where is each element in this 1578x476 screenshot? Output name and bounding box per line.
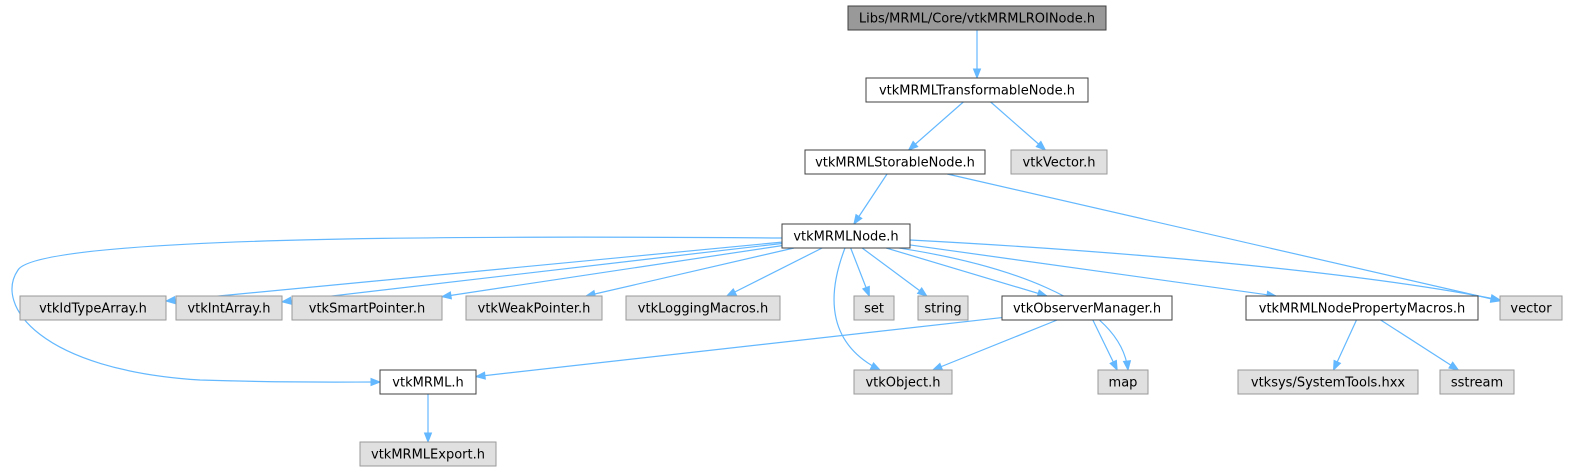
- node-box: [781, 223, 911, 249]
- edge-mrml_node-to-vtk_smart_pointer: [440, 245, 783, 300]
- node-box: [175, 295, 283, 321]
- node-label: vtksys/SystemTools.hxx: [1251, 376, 1406, 391]
- node-map: map: [1097, 369, 1149, 395]
- node-box: [625, 295, 781, 321]
- node-roi-node[interactable]: Libs/MRML/Core/vtkMRMLROINode.h: [847, 5, 1107, 31]
- edge-mrml_node-to-vtk_int_array: [280, 242, 783, 305]
- node-string: string: [917, 295, 969, 321]
- node-label: vtkMRML.h: [392, 376, 463, 391]
- edge-observer_manager-to-vtk_mrml: [474, 316, 1003, 380]
- node-sstream: sstream: [1439, 369, 1515, 395]
- edge-mrml_node-to-vtk_id_type_array: [164, 241, 783, 305]
- node-observer-manager[interactable]: vtkObserverManager.h: [1001, 295, 1173, 321]
- node-box: [291, 295, 443, 321]
- node-label: map: [1109, 376, 1138, 391]
- node-box: [359, 441, 497, 467]
- node-box: [804, 149, 986, 175]
- node-label: vtkMRMLExport.h: [371, 448, 485, 463]
- node-label: vtkObject.h: [865, 376, 940, 391]
- node-vtk-smart-pointer: vtkSmartPointer.h: [291, 295, 443, 321]
- edge-storable_node-to-mrml_node: [853, 173, 888, 226]
- node-vtk-object: vtkObject.h: [853, 369, 953, 395]
- edge-mrml_node-to-string: [861, 247, 928, 297]
- node-label: vector: [1510, 302, 1552, 317]
- node-vector: vector: [1499, 295, 1563, 321]
- node-label: vtkMRMLNodePropertyMacros.h: [1259, 302, 1465, 317]
- node-vtk-id-type-array: vtkIdTypeArray.h: [19, 295, 167, 321]
- edge-mrml_node-to-vtk_logging_macros: [725, 247, 823, 297]
- node-box: [853, 369, 953, 395]
- node-vtk-int-array: vtkIntArray.h: [175, 295, 283, 321]
- nodes-layer: Libs/MRML/Core/vtkMRMLROINode.h vtkMRMLTr…: [19, 5, 1563, 467]
- node-vtk-logging-macros: vtkLoggingMacros.h: [625, 295, 781, 321]
- edge-mrml_node-to-vtk_mrml: [11, 236, 783, 387]
- node-transformable-node[interactable]: vtkMRMLTransformableNode.h: [865, 77, 1089, 103]
- node-label: vtkMRMLTransformableNode.h: [879, 84, 1075, 99]
- edge-mrml_node-to-map: [884, 245, 1132, 372]
- node-box: [1010, 149, 1108, 175]
- node-label: vtkWeakPointer.h: [478, 302, 591, 317]
- edge-mrml_node-to-vector: [909, 239, 1502, 303]
- edge-mrml_node-to-observer_manager: [885, 247, 1049, 298]
- node-label: sstream: [1451, 376, 1503, 391]
- node-box: [1499, 295, 1563, 321]
- edges-layer: [11, 30, 1502, 444]
- node-label: vtkIntArray.h: [187, 302, 270, 317]
- node-storable-node[interactable]: vtkMRMLStorableNode.h: [804, 149, 986, 175]
- edge-observer_manager-to-map: [1092, 319, 1118, 372]
- node-vtk-mrml[interactable]: vtkMRML.h: [379, 369, 477, 395]
- edge-roi_node-to-transformable_node: [972, 30, 982, 80]
- edge-transformable_node-to-vtk_vector: [990, 101, 1047, 151]
- node-vtk-weak-pointer: vtkWeakPointer.h: [465, 295, 603, 321]
- node-label: vtkLoggingMacros.h: [638, 302, 768, 317]
- node-box: [465, 295, 603, 321]
- node-box: [19, 295, 167, 321]
- node-label: vtkSmartPointer.h: [309, 302, 425, 317]
- edge-node_property_macros-to-system_tools: [1332, 319, 1358, 372]
- node-mrml-node[interactable]: vtkMRMLNode.h: [781, 223, 911, 249]
- node-box: [379, 369, 477, 395]
- node-box: [1245, 295, 1479, 321]
- node-label: vtkIdTypeArray.h: [39, 302, 147, 317]
- edge-vtk_mrml-to-mrml_export: [423, 394, 433, 444]
- node-label: vtkObserverManager.h: [1013, 302, 1161, 317]
- node-box: [1097, 369, 1149, 395]
- node-box: [853, 295, 895, 321]
- edge-observer_manager-to-vtk_object: [931, 319, 1058, 371]
- node-node-property-macros[interactable]: vtkMRMLNodePropertyMacros.h: [1245, 295, 1479, 321]
- edge-mrml_node-to-set: [850, 247, 870, 298]
- node-set: set: [853, 295, 895, 321]
- edge-node_property_macros-to-sstream: [1380, 319, 1460, 371]
- node-box: [1001, 295, 1173, 321]
- node-label: vtkVector.h: [1023, 156, 1096, 171]
- node-box: [865, 77, 1089, 103]
- node-box: [1439, 369, 1515, 395]
- node-label: vtkMRMLNode.h: [793, 230, 898, 245]
- node-label: Libs/MRML/Core/vtkMRMLROINode.h: [859, 12, 1095, 27]
- node-system-tools: vtksys/SystemTools.hxx: [1237, 369, 1419, 395]
- edge-transformable_node-to-storable_node: [907, 101, 964, 151]
- edge-storable_node-to-vector: [947, 173, 1502, 303]
- node-box: [1237, 369, 1419, 395]
- node-label: vtkMRMLStorableNode.h: [815, 156, 975, 171]
- edge-mrml_node-to-vtk_weak_pointer: [584, 247, 795, 298]
- node-mrml-export: vtkMRMLExport.h: [359, 441, 497, 467]
- node-box: [917, 295, 969, 321]
- node-vtk-vector: vtkVector.h: [1010, 149, 1108, 175]
- node-box: [847, 5, 1107, 31]
- node-label: string: [924, 302, 961, 317]
- node-label: set: [864, 302, 884, 317]
